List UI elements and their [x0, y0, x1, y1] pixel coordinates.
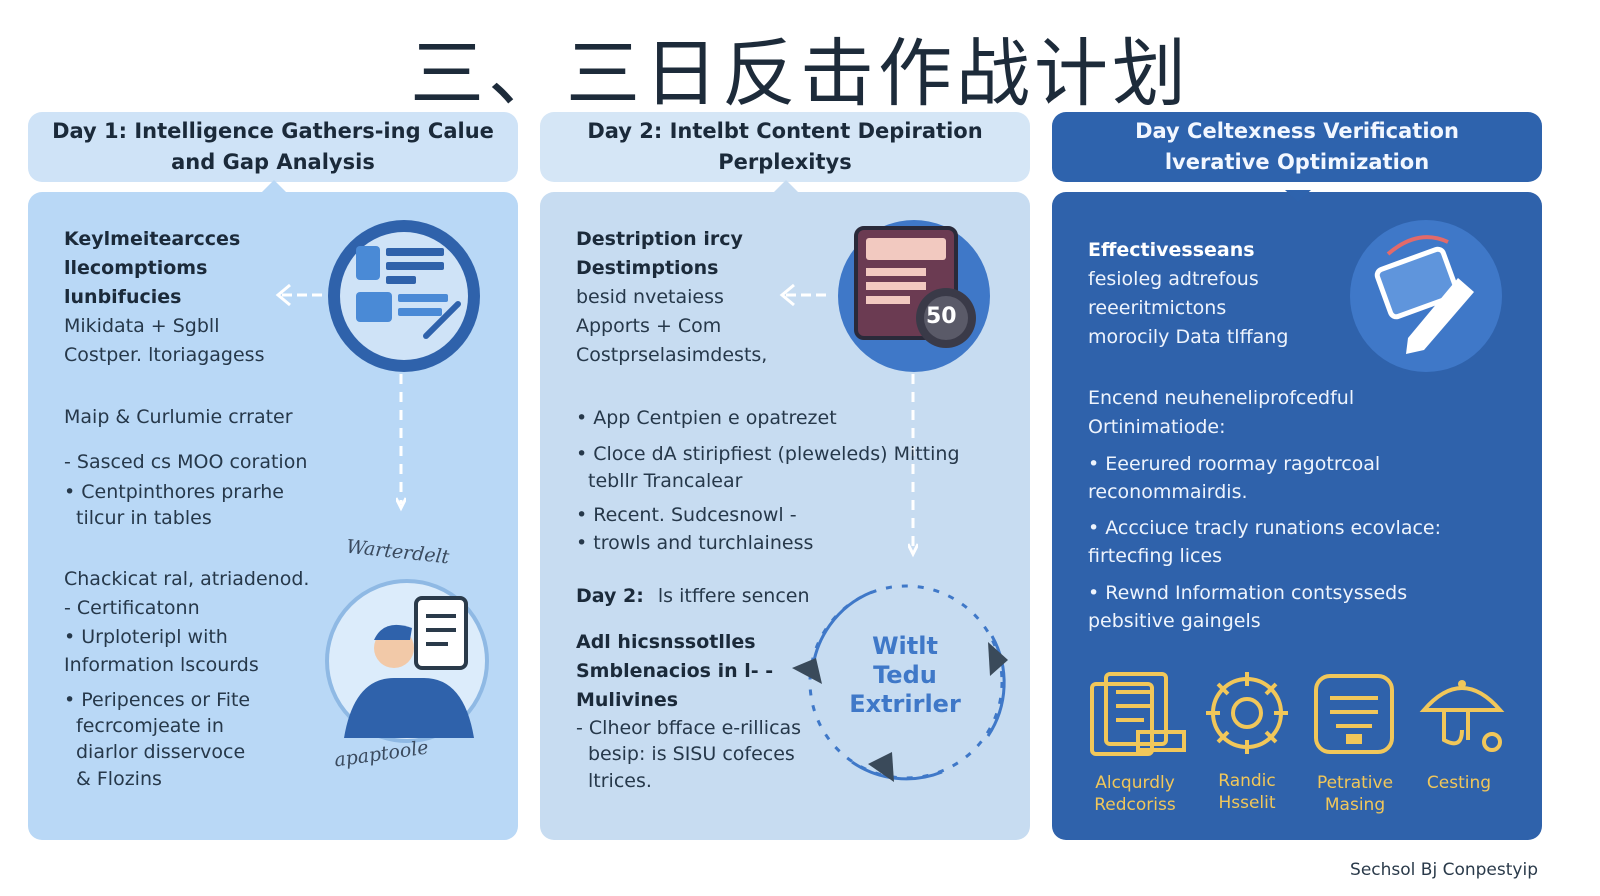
day3-block2-title: Ortinimatiode: [1088, 416, 1226, 438]
icon-caption: Randic Hsselit [1192, 770, 1302, 814]
icon-caption-line: Petrative [1316, 773, 1394, 793]
day3-block2-item: • Eeerured roormay ragotrcoal [1088, 453, 1381, 475]
day1-block2-item: tilcur in tables [76, 507, 212, 529]
day1-block2-item: • Centpinthores prarhe [64, 481, 284, 503]
icon-caption: Cesting [1404, 772, 1514, 794]
day2-day-text: ls itffere sencen [657, 585, 810, 607]
day2-block3-title: Adl hicsnssotlles [576, 631, 756, 653]
day3-block1-item: fesioleg adtrefous [1088, 268, 1259, 290]
day1-block1-line: llecomptioms [64, 257, 208, 279]
day2-header-line2: Perplexitys [718, 150, 852, 174]
day1-header-line1: Day 1: Intelligence Gathers-ing Calue [52, 119, 494, 143]
pen-edit-icon [1350, 220, 1502, 372]
day2-block1-sub: Costprselasimdests, [576, 344, 768, 366]
person-document-icon [325, 579, 489, 743]
day3-block2-item: • Rewnd Information contsysseds [1088, 582, 1408, 604]
day2-block1-sub: besid nvetaiess [576, 286, 724, 308]
dashboard-icon [328, 220, 480, 372]
day3-header-line1: Day Celtexness Verification [1135, 119, 1459, 143]
cycle-text-line: Tedu [873, 661, 937, 689]
day2-block3-title: Smblenacios in l- - [576, 660, 774, 682]
day2-block2-item: • Recent. Sudcesnowl - [576, 504, 797, 526]
gear-ring-icon [1206, 672, 1288, 754]
day2-block3-item: besip: is SISU cofeces [588, 743, 795, 765]
lamp-icon [1419, 680, 1505, 752]
day1-block3-item: - Certificatonn [64, 597, 200, 619]
day1-block1-sub: Mikidata + Sgbll [64, 315, 220, 337]
day3-block1-item: reeeritmictons [1088, 297, 1227, 319]
day1-header: Day 1: Intelligence Gathers-ing Calue an… [28, 112, 518, 182]
day1-block3-item: Information lscourds [64, 654, 259, 676]
day2-block1-sub: Apports + Com [576, 315, 722, 337]
icon-caption-line: Hsselit [1218, 793, 1276, 813]
documents-icon [1090, 672, 1186, 756]
day2-block2-item: • Cloce dA stiripfiest (pleweleds) Mitti… [576, 443, 960, 465]
day2-block3-title: Mulivines [576, 689, 679, 711]
badge-number: 50 [926, 304, 957, 329]
icon-caption-line: Redcoriss [1094, 795, 1176, 815]
day3-panel: Effectivesseans fesioleg adtrefous reeer… [1052, 190, 1542, 840]
arrow-left-icon [275, 283, 322, 307]
cycle-icon [792, 584, 1008, 782]
page-title: 三、三日反击作战计划 [410, 31, 1190, 117]
day2-block3-item: ltrices. [588, 770, 652, 792]
day2-day-label: Day 2: [576, 585, 644, 607]
icon-caption-line: Masing [1324, 795, 1386, 815]
dashed-connector [396, 374, 406, 512]
day1-block3-item: & Flozins [76, 768, 162, 790]
day3-header-line2: lverative Optimization [1164, 150, 1430, 174]
day1-panel: Keylmeitearcces llecomptioms lunbifucies… [28, 180, 518, 840]
day1-header-line2: and Gap Analysis [171, 150, 375, 174]
day3-block1-item: morocily Data tlffang [1088, 326, 1289, 348]
day2-block2-item: • App Centpien e opatrezet [576, 407, 837, 429]
day1-block3-item: • Peripences or Fite [64, 689, 251, 711]
day1-block3-item: fecrcomjeate in [76, 715, 224, 737]
dashed-connector [908, 374, 918, 558]
day1-block3-item: diarlor disservoce [76, 741, 246, 763]
arrow-left-icon [779, 283, 826, 307]
day2-block3-item: - Clheor bfface e-rillicas [576, 717, 802, 739]
day1-block3-item: • Urploteripl with [64, 626, 228, 648]
day3-block2-item: reconommairdis. [1088, 481, 1248, 503]
cycle-text-line: Extrirler [849, 690, 961, 718]
icon-caption-line: Alcqurdly [1095, 773, 1175, 793]
day3-block2-title: Encend neuheneliprofcedful [1088, 387, 1355, 409]
day1-block3-title: Chackicat ral, atriadenod. [64, 568, 310, 590]
day1-block1-line: lunbifucies [64, 286, 182, 308]
day2-block2-item: • trowls and turchlainess [576, 532, 814, 554]
day2-block2-item: tebllr Trancalear [588, 470, 743, 492]
icon-caption: Petrative Masing [1300, 772, 1410, 816]
footer-credit: Sechsol Bj Conpestyip [1350, 860, 1538, 880]
day3-block2-item: • Accciuce tracly runations ecovlace: [1088, 517, 1441, 539]
icon-caption-line: Randic [1218, 771, 1276, 791]
day2-day-line: Day 2: ls itffere sencen [576, 582, 810, 611]
cycle-text: Witlt Tedu Extrirler [840, 632, 970, 719]
day2-panel: Destription ircy Destimptions besid nvet… [540, 180, 1030, 840]
cycle-text-line: Witlt [872, 632, 938, 660]
day2-block1-line: Destription ircy [576, 228, 743, 250]
day2-block1-line: Destimptions [576, 257, 719, 279]
icon-caption-line: Cesting [1426, 773, 1492, 793]
handwriting-top: Warterdelt [345, 535, 451, 569]
day3-block1-title: Effectivesseans [1088, 239, 1255, 261]
day3-block2-item: firtecfing lices [1088, 545, 1223, 567]
day2-header-line1: Day 2: Intelbt Content Depiration [587, 119, 983, 143]
day1-block1-line: Keylmeitearcces [64, 228, 241, 250]
day1-block1-sub: Costper. ltoriagagess [64, 344, 265, 366]
content-gear-icon [838, 220, 990, 372]
day3-block2-item: pebsitive gaingels [1088, 610, 1261, 632]
day2-header: Day 2: Intelbt Content Depiration Perple… [540, 112, 1030, 182]
day1-block2-item: - Sasced cs MOO coration [64, 451, 308, 473]
report-icon [1314, 674, 1394, 754]
day1-block2-title: Maip & Curlumie crrater [64, 406, 293, 428]
day3-header: Day Celtexness Verification lverative Op… [1052, 112, 1542, 182]
icon-caption: Alcqurdly Redcoriss [1080, 772, 1190, 816]
